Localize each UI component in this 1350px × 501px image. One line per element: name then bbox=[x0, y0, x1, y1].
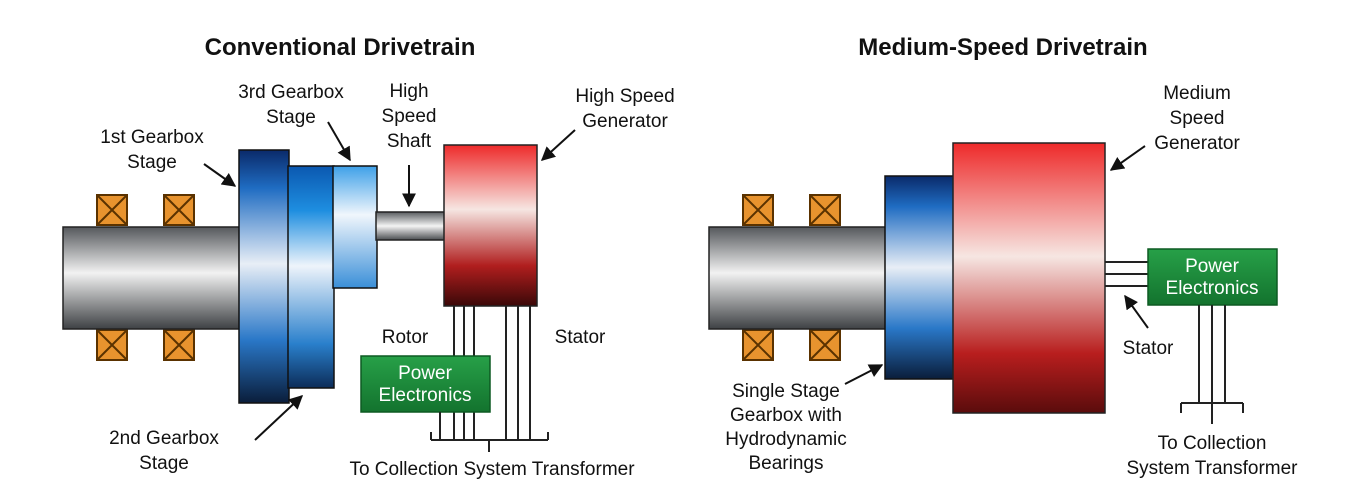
power-electronics-box-left: Power Electronics bbox=[360, 355, 491, 413]
generator-label: High Speed bbox=[575, 86, 674, 107]
bearing-icon bbox=[742, 329, 774, 361]
gearbox-3rd-label: Stage bbox=[266, 107, 316, 128]
stator-label-right: Stator bbox=[1123, 338, 1174, 359]
transformer-label-left: To Collection System Transformer bbox=[349, 459, 635, 480]
bearing-icon bbox=[163, 194, 195, 226]
gearbox-label-right: Bearings bbox=[749, 453, 824, 474]
arrow-icon bbox=[254, 395, 304, 441]
collection-bracket-left bbox=[430, 432, 549, 452]
bearing-icon bbox=[809, 329, 841, 361]
gearbox-1st-label: 1st Gearbox bbox=[100, 127, 204, 148]
arrow-icon bbox=[1109, 145, 1146, 171]
single-stage-gearbox bbox=[884, 175, 956, 380]
bearing-icon bbox=[809, 194, 841, 226]
stator-wires bbox=[505, 306, 531, 440]
right-title: Medium-Speed Drivetrain bbox=[858, 34, 1147, 61]
power-electronics-box-right: Power Electronics bbox=[1147, 248, 1278, 306]
high-speed-generator bbox=[443, 144, 538, 307]
generator-label-right: Speed bbox=[1170, 108, 1225, 129]
gearbox-2nd-label: 2nd Gearbox bbox=[109, 428, 219, 449]
bearing-icon bbox=[96, 329, 128, 361]
rotor-wires bbox=[453, 306, 475, 440]
gearbox-stage-3 bbox=[332, 165, 378, 289]
power-electronics-label: Power bbox=[1185, 256, 1240, 277]
gearbox-label-right: Gearbox with bbox=[730, 405, 842, 426]
generator-label: Generator bbox=[582, 111, 668, 132]
shaft-label: Shaft bbox=[387, 131, 432, 152]
arrow-icon bbox=[1124, 294, 1149, 329]
transformer-label-right: To Collection bbox=[1158, 433, 1267, 454]
bearing-icon bbox=[163, 329, 195, 361]
main-shaft bbox=[62, 226, 244, 330]
generator-label-right: Medium bbox=[1163, 83, 1231, 104]
gearbox-label-right: Single Stage bbox=[732, 381, 840, 402]
transformer-label-right: System Transformer bbox=[1126, 458, 1298, 479]
arrow-icon bbox=[203, 163, 237, 187]
power-electronics-label: Electronics bbox=[379, 385, 472, 406]
left-title: Conventional Drivetrain bbox=[205, 34, 476, 61]
main-shaft-right bbox=[708, 226, 890, 330]
collection-bracket-right bbox=[1180, 402, 1244, 424]
bearing-icon bbox=[96, 194, 128, 226]
gearbox-stage-1 bbox=[238, 149, 290, 404]
shaft-label: High bbox=[389, 81, 428, 102]
gearbox-stage-2 bbox=[287, 165, 335, 389]
stator-wires-right bbox=[1105, 261, 1148, 287]
stator-label: Stator bbox=[555, 327, 606, 348]
gearbox-1st-label: Stage bbox=[127, 152, 177, 173]
bearing-icon bbox=[742, 194, 774, 226]
arrow-icon bbox=[327, 121, 351, 162]
power-electronics-label: Electronics bbox=[1166, 278, 1259, 299]
medium-speed-generator bbox=[952, 142, 1106, 414]
gearbox-2nd-label: Stage bbox=[139, 453, 189, 474]
arrow-icon bbox=[540, 129, 576, 161]
power-electronics-label: Power bbox=[398, 363, 453, 384]
high-speed-shaft bbox=[375, 211, 447, 241]
generator-label-right: Generator bbox=[1154, 133, 1240, 154]
gearbox-3rd-label: 3rd Gearbox bbox=[238, 82, 344, 103]
shaft-label: Speed bbox=[382, 106, 437, 127]
gearbox-label-right: Hydrodynamic bbox=[725, 429, 846, 450]
pe-output-wires-right bbox=[1198, 305, 1226, 403]
rotor-label: Rotor bbox=[382, 327, 429, 348]
arrow-icon bbox=[844, 364, 884, 385]
